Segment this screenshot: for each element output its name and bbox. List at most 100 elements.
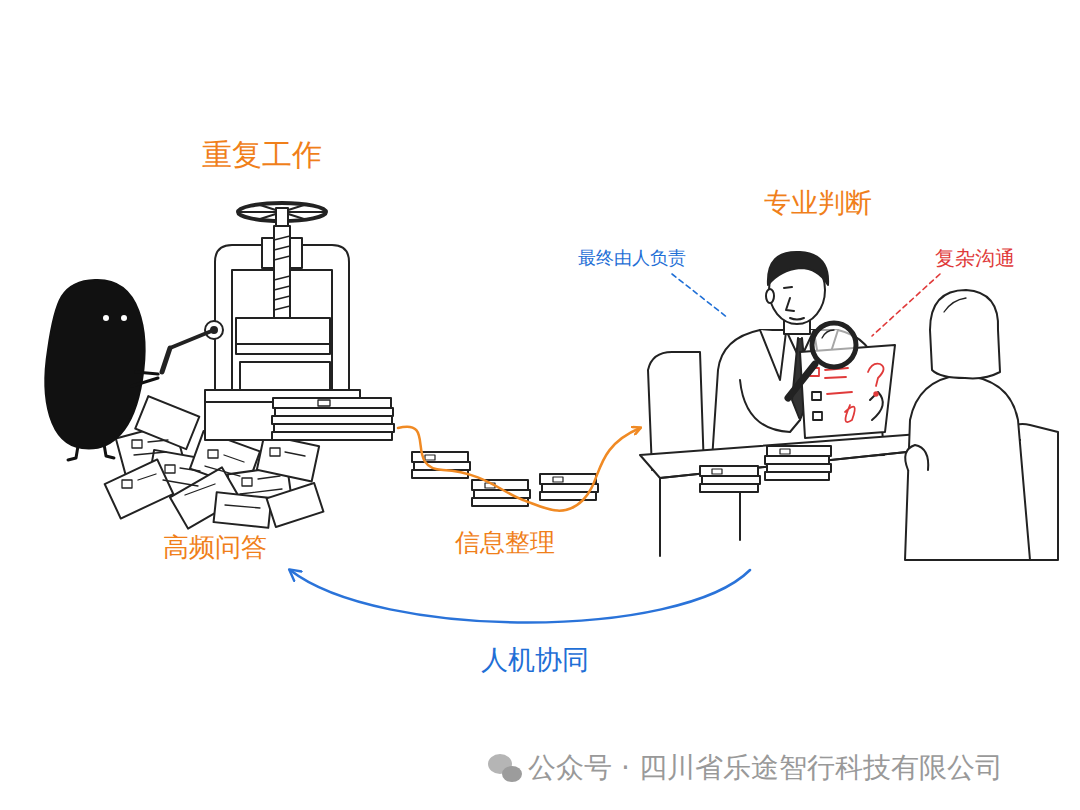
text-label: 最终由人负责 (578, 247, 686, 269)
press-machine (162, 348, 170, 372)
black-creature (104, 444, 114, 458)
paper-sheet (813, 412, 822, 420)
flow-arrow (290, 570, 750, 623)
paper-pile (285, 452, 305, 456)
office-desk (765, 456, 829, 464)
press-machine (273, 398, 391, 408)
paper-sheet (868, 364, 884, 386)
wechat-icon (488, 754, 522, 782)
text-label: 专业判断 (764, 187, 872, 219)
paper-sheet (825, 377, 846, 378)
office-desk (700, 466, 758, 476)
paper-pile (224, 455, 244, 462)
black-creature (45, 280, 158, 460)
paper-pile (242, 478, 252, 486)
text-label: 人机协同 (477, 644, 593, 676)
magnifier (812, 323, 856, 367)
press-machine (274, 236, 290, 240)
woman-figure (905, 290, 1030, 560)
paper-pile (240, 489, 282, 494)
paper-pile (180, 468, 200, 471)
press-machine (274, 424, 394, 432)
office-desk (767, 446, 831, 456)
black-creature (121, 315, 127, 321)
card-stack (412, 452, 468, 462)
man-figure (786, 298, 794, 311)
paper-sheet (812, 392, 821, 400)
office-desk (712, 469, 722, 474)
man-figure (784, 287, 792, 288)
man-figure (766, 289, 774, 303)
press-machine (274, 296, 290, 300)
leader-line (872, 274, 940, 336)
office-desk (780, 449, 790, 454)
paper-sheet (870, 392, 883, 420)
card-stack (425, 455, 435, 460)
paper-pile (257, 435, 319, 482)
text-label: 重复工作 (202, 137, 322, 173)
office-desk (659, 478, 661, 556)
card-stack (474, 490, 530, 498)
paper-sheet (827, 392, 852, 394)
flow-arrow (398, 427, 640, 511)
black-creature (68, 446, 78, 460)
paper-pile (135, 396, 199, 449)
paper-pile (163, 480, 198, 486)
press-machine (272, 416, 392, 424)
press-machine (162, 203, 394, 440)
text-label: 高频问答 (163, 532, 267, 563)
press-machine (274, 236, 290, 310)
paper-pile (122, 480, 132, 488)
woman-figure (905, 445, 928, 470)
press-machine (240, 362, 330, 390)
paper-pile (258, 476, 280, 479)
magnifier (822, 330, 834, 338)
paper-pile (165, 465, 175, 473)
black-creature (103, 315, 109, 321)
wechat-icon (502, 766, 522, 782)
press-machine (274, 306, 290, 310)
press-machine (236, 318, 330, 344)
paper-pile (134, 452, 166, 455)
man-figure (760, 330, 786, 380)
press-machine (274, 256, 290, 260)
office-desk (767, 464, 831, 472)
paper-pile (214, 492, 272, 528)
man-figure (768, 252, 828, 285)
paper-sheet (845, 405, 855, 422)
leader-line (672, 274, 940, 336)
black-creature (132, 378, 158, 386)
press-machine (274, 226, 290, 320)
text-label: 复杂沟通 (935, 246, 1015, 270)
magnifier (788, 364, 815, 398)
paper-pile (225, 505, 260, 508)
man-figure (790, 318, 804, 320)
leader-line (672, 274, 728, 318)
card-stack (412, 452, 598, 506)
press-machine (318, 400, 330, 406)
black-creature (136, 372, 158, 374)
woman-figure (905, 375, 1030, 560)
paper-pile (205, 466, 240, 476)
man-figure (740, 380, 800, 432)
card-stack (553, 477, 563, 482)
scene-group: 重复工作高频问答 (40, 130, 398, 570)
press-machine (274, 246, 290, 250)
press-machine (274, 286, 290, 290)
press-machine (275, 408, 393, 416)
paper-pile (122, 440, 305, 508)
paper-pile (185, 484, 215, 495)
paper-pile (132, 440, 142, 448)
office-desk (702, 476, 760, 484)
paper-pile (148, 440, 168, 442)
paper-pile (138, 474, 156, 480)
black-creature (45, 280, 144, 449)
woman-figure (930, 290, 1000, 378)
press-machine (236, 344, 330, 354)
paper-sheet (874, 392, 878, 396)
office-desk (700, 484, 758, 492)
card-stack (540, 474, 596, 484)
press-machine (170, 330, 214, 348)
